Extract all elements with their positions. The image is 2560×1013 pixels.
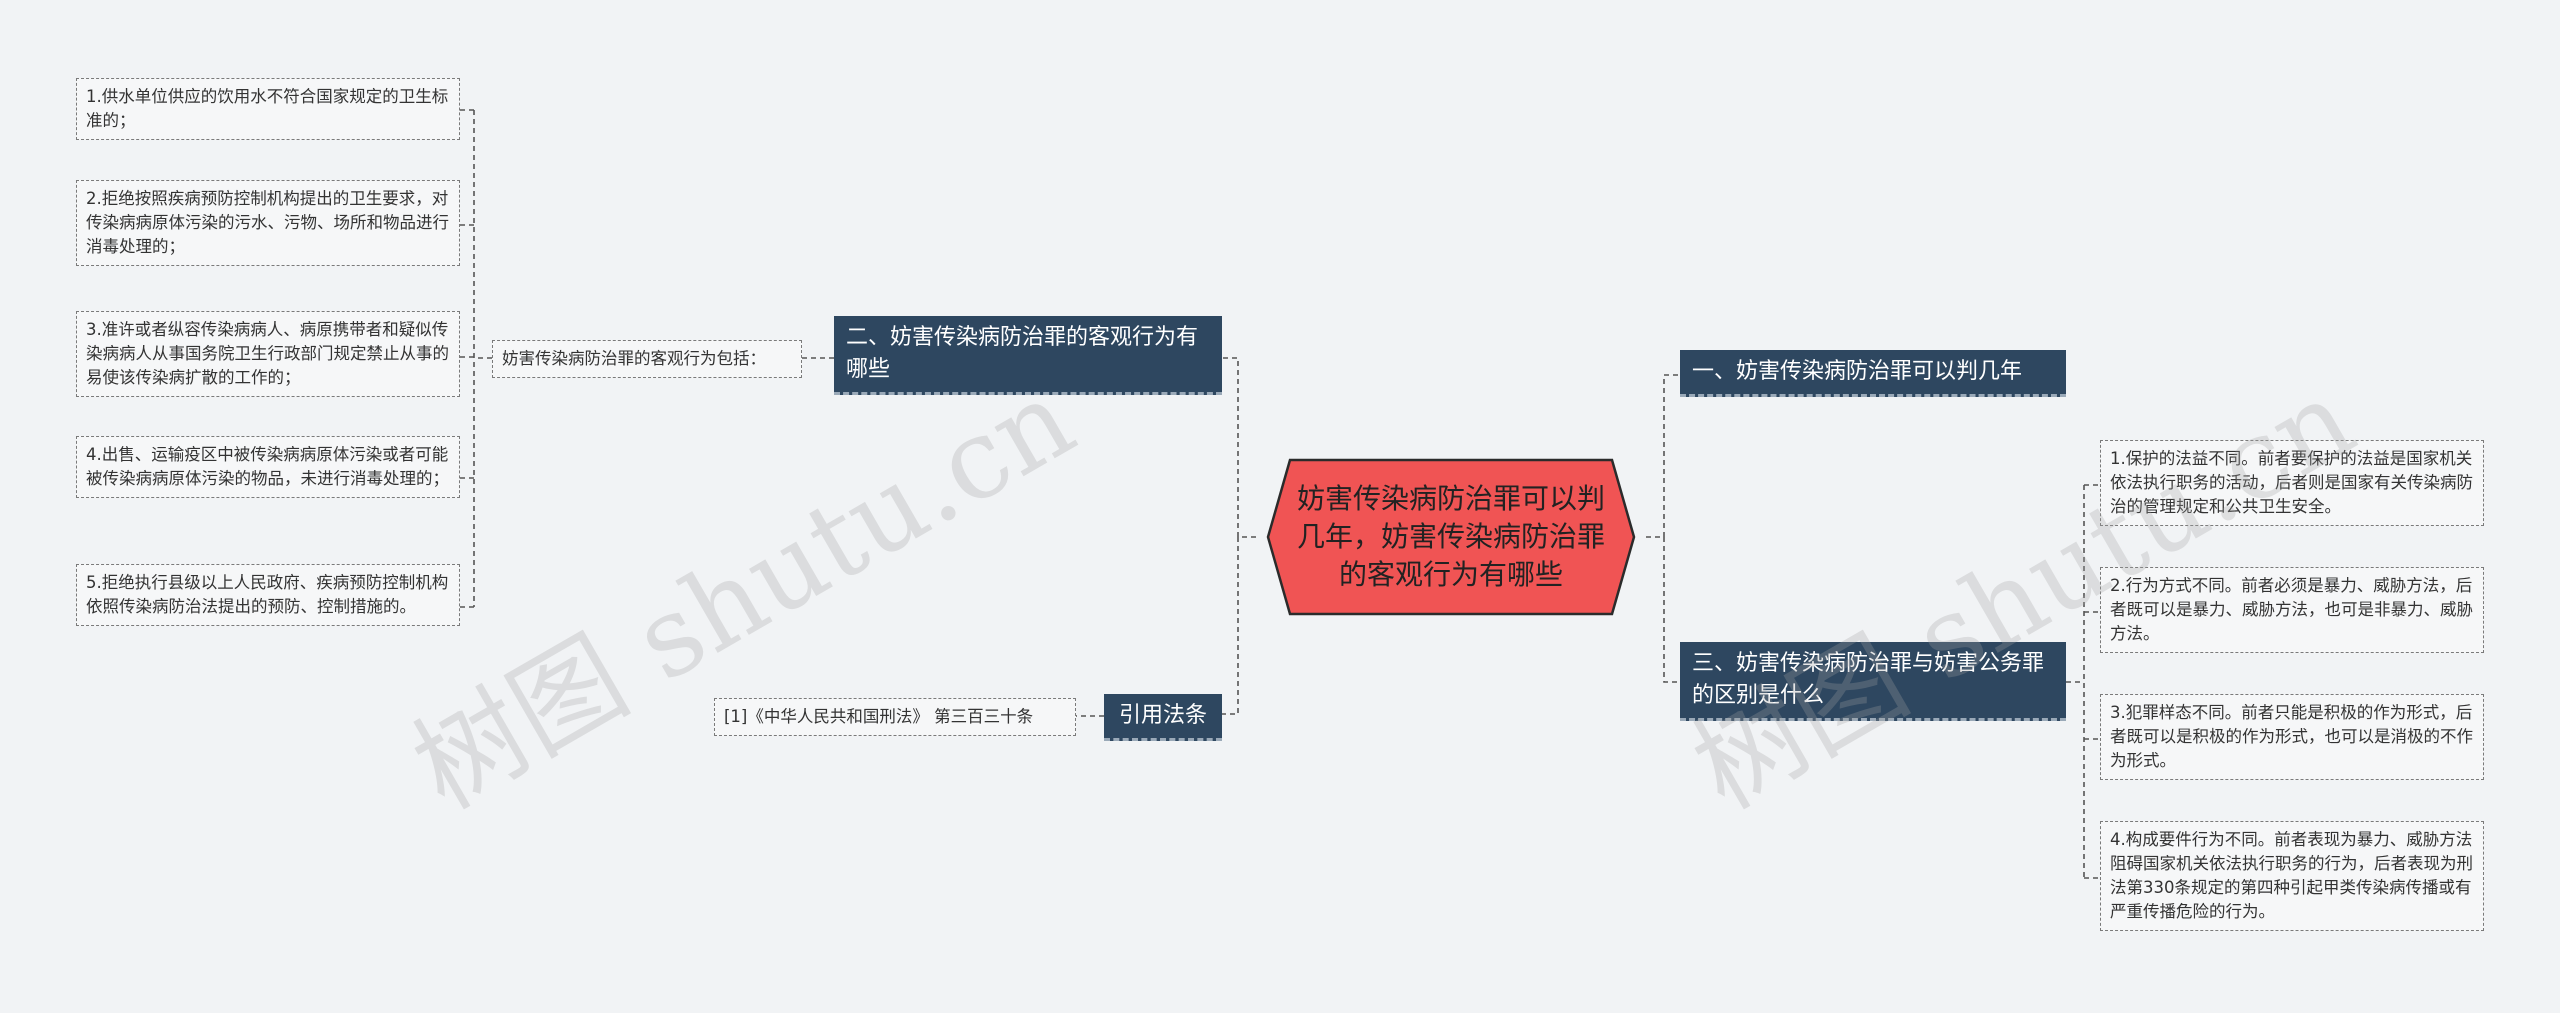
left-leaf-4[interactable]: 4.出售、运输疫区中被传染病病原体污染或者可能被传染病病原体污染的物品，未进行消… [76, 436, 460, 498]
branch-difference-obstruction[interactable]: 三、妨害传染病防治罪与妨害公务罪的区别是什么 [1680, 642, 2066, 721]
right-leaf-2-text: 2.行为方式不同。前者必须是暴力、威胁方法，后者既可以是暴力、威胁方法，也可是非… [2110, 576, 2473, 643]
right-leaf-4[interactable]: 4.构成要件行为不同。前者表现为暴力、威胁方法阻碍国家机关依法执行职务的行为，后… [2100, 821, 2484, 931]
law-citation-leaf[interactable]: [1]《中华人民共和国刑法》 第三百三十条 [714, 698, 1076, 736]
central-topic-text: 妨害传染病防治罪可以判几年，妨害传染病防治罪的客观行为有哪些 [1296, 482, 1605, 591]
right-leaf-3[interactable]: 3.犯罪样态不同。前者只能是积极的作为形式，后者既可以是积极的作为形式，也可以是… [2100, 694, 2484, 780]
left-leaf-5-text: 5.拒绝执行县级以上人民政府、疾病预防控制机构依照传染病防治法提出的预防、控制措… [86, 573, 449, 616]
right-leaf-2[interactable]: 2.行为方式不同。前者必须是暴力、威胁方法，后者既可以是暴力、威胁方法，也可是非… [2100, 567, 2484, 653]
left-leaf-1-text: 1.供水单位供应的饮用水不符合国家规定的卫生标准的； [86, 87, 449, 130]
branch-law-citation-label: 引用法条 [1118, 703, 1207, 728]
left-leaf-1[interactable]: 1.供水单位供应的饮用水不符合国家规定的卫生标准的； [76, 78, 460, 140]
objective-acts-intro[interactable]: 妨害传染病防治罪的客观行为包括： [492, 340, 802, 378]
central-topic-node[interactable]: 妨害传染病防治罪可以判几年，妨害传染病防治罪的客观行为有哪些 [1256, 458, 1646, 616]
left-leaf-2[interactable]: 2.拒绝按照疾病预防控制机构提出的卫生要求，对传染病病原体污染的污水、污物、场所… [76, 180, 460, 266]
left-leaf-3-text: 3.准许或者纵容传染病病人、病原携带者和疑似传染病病人从事国务院卫生行政部门规定… [86, 320, 449, 387]
right-leaf-1[interactable]: 1.保护的法益不同。前者要保护的法益是国家机关依法执行职务的活动，后者则是国家有… [2100, 440, 2484, 526]
right-leaf-3-text: 3.犯罪样态不同。前者只能是积极的作为形式，后者既可以是积极的作为形式，也可以是… [2110, 703, 2473, 770]
central-hexagon-shape [1266, 458, 1636, 616]
law-citation-text: [1]《中华人民共和国刑法》 第三百三十条 [724, 707, 1034, 726]
branch-sentence-length-label: 一、妨害传染病防治罪可以判几年 [1692, 359, 2023, 384]
right-leaf-4-text: 4.构成要件行为不同。前者表现为暴力、威胁方法阻碍国家机关依法执行职务的行为，后… [2110, 830, 2473, 921]
branch-sentence-length[interactable]: 一、妨害传染病防治罪可以判几年 [1680, 350, 2066, 397]
right-leaf-1-text: 1.保护的法益不同。前者要保护的法益是国家机关依法执行职务的活动，后者则是国家有… [2110, 449, 2473, 516]
branch-difference-obstruction-label: 三、妨害传染病防治罪与妨害公务罪的区别是什么 [1692, 651, 2045, 708]
branch-law-citation[interactable]: 引用法条 [1104, 694, 1222, 741]
branch-objective-acts-label: 二、妨害传染病防治罪的客观行为有哪些 [846, 325, 1199, 382]
left-leaf-2-text: 2.拒绝按照疾病预防控制机构提出的卫生要求，对传染病病原体污染的污水、污物、场所… [86, 189, 449, 256]
left-leaf-4-text: 4.出售、运输疫区中被传染病病原体污染或者可能被传染病病原体污染的物品，未进行消… [86, 445, 449, 488]
objective-acts-intro-text: 妨害传染病防治罪的客观行为包括： [502, 349, 766, 368]
left-leaf-3[interactable]: 3.准许或者纵容传染病病人、病原携带者和疑似传染病病人从事国务院卫生行政部门规定… [76, 311, 460, 397]
left-leaf-5[interactable]: 5.拒绝执行县级以上人民政府、疾病预防控制机构依照传染病防治法提出的预防、控制措… [76, 564, 460, 626]
branch-objective-acts[interactable]: 二、妨害传染病防治罪的客观行为有哪些 [834, 316, 1222, 395]
